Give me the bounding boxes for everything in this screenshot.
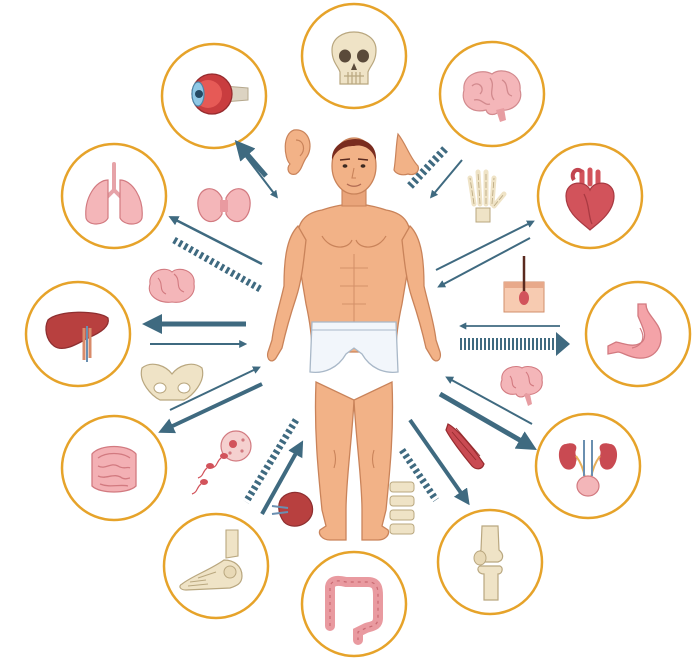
arrow-to-eye	[240, 146, 266, 176]
ear-icon	[285, 130, 310, 174]
spleen-icon	[272, 492, 313, 526]
human-figure	[268, 138, 441, 540]
hand-bones-icon	[470, 172, 504, 222]
vertebrae-icon	[390, 482, 414, 534]
arrow-to-lungs	[172, 218, 262, 264]
ring-circle-kidneys	[536, 414, 640, 518]
muscle-icon	[446, 424, 484, 469]
arrow-from-eye	[244, 154, 276, 196]
ring-circle-stomach	[586, 282, 690, 386]
arrow-from-brain	[432, 160, 462, 196]
intestines-icon	[92, 447, 136, 493]
sperm-icon	[192, 453, 228, 494]
brain-small-left-icon	[149, 269, 194, 302]
nose-icon	[394, 134, 418, 175]
arrow-head-stomach	[556, 332, 570, 356]
thyroid-icon	[198, 189, 250, 222]
brain-small-icon	[501, 367, 542, 407]
hair-follicle-icon	[504, 256, 544, 312]
pelvis-icon	[141, 364, 202, 400]
ring-circle-lungs	[62, 144, 166, 248]
arrow-to-foot-dashed	[246, 420, 296, 502]
